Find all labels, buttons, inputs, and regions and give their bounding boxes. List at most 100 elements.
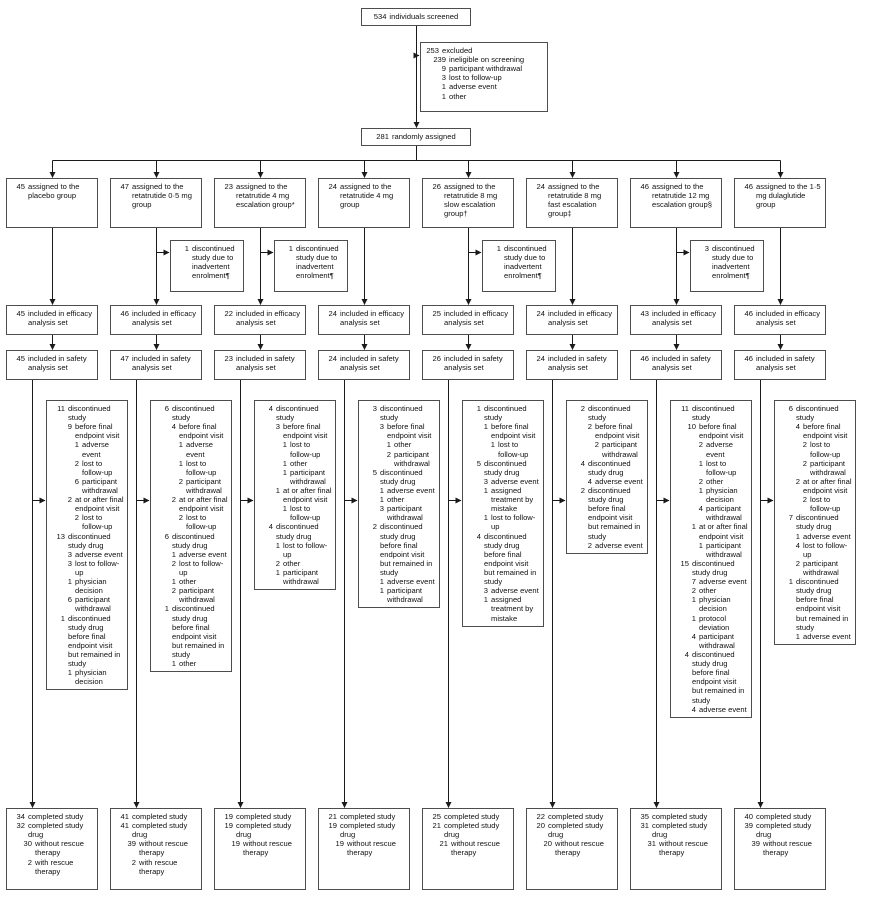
count-label: lost to follow-up [82,458,113,477]
count-label: with rescue therapy [139,857,178,876]
count-label: without rescue therapy [659,839,708,858]
count-value: 26 [432,354,441,363]
count-label: included in efficacy analysis set [132,309,197,328]
count-label: discontinued study [276,404,319,423]
count-label: participant withdrawal [186,476,222,495]
count-value: 2 [580,404,585,413]
count-label: discontinued study drug before final end… [692,649,745,705]
count-label: participant withdrawal [706,540,742,559]
count-value: 1 [60,613,65,623]
count-value: 6 [164,404,169,413]
count-label: discontinued study drug before final end… [380,522,433,577]
count-value: 1 [171,577,176,587]
count-value: 1 [164,604,169,614]
count-label: other [387,495,405,505]
count-value: 2 [698,476,703,486]
count-value: 2 [27,857,32,867]
count-value: 46 [744,354,753,363]
count-label: discontinued study drug before final end… [588,485,641,541]
count-value: 3 [483,586,488,596]
count-label: lost to follow-up [75,558,120,577]
count-label: discontinued study drug before final end… [796,577,849,632]
count-label: included in efficacy analysis set [340,309,405,328]
count-value: 11 [681,404,689,413]
count-value: 26 [432,182,441,191]
count-label: assigned to the retatrutide 4 mg escalat… [236,182,295,210]
count-label: adverse event [706,440,734,459]
count-value: 40 [744,812,753,821]
count-label: ineligible on screening [449,55,525,65]
count-value: 2 [802,440,807,450]
count-label: discontinued study drug [68,531,111,550]
count-value: 3 [379,422,384,432]
count-label: included in safety analysis set [340,354,399,373]
count-value: 1 [275,567,280,577]
count-label: discontinued study due to inadvertent en… [712,244,755,281]
count-value: 24 [536,182,545,191]
count-label: discontinued study [172,404,215,423]
count-label: assigned to the 1·5 mg dulaglutide group [756,182,821,210]
count-label: protocol deviation [699,613,730,632]
count-value: 1 [178,440,183,450]
count-value: 19 [224,812,233,821]
count-value: 47 [120,182,129,191]
count-value: 41 [120,812,129,821]
count-value: 1 [275,540,280,550]
count-label: lost to follow-up [498,440,529,459]
count-value: 39 [127,839,136,849]
count-value: 1 [379,586,384,596]
count-value: 2 [795,476,800,486]
count-value: 19 [328,821,337,831]
count-label: without rescue therapy [451,839,500,858]
count-value: 22 [224,309,233,318]
count-label: included in safety analysis set [652,354,711,373]
count-label: completed study drug [340,821,396,840]
count-label: lost to follow-up [186,513,217,532]
count-label: other [290,458,308,468]
count-label: included in safety analysis set [548,354,607,373]
count-label: lost to follow-up [810,440,841,459]
count-value: 1 [282,458,287,468]
